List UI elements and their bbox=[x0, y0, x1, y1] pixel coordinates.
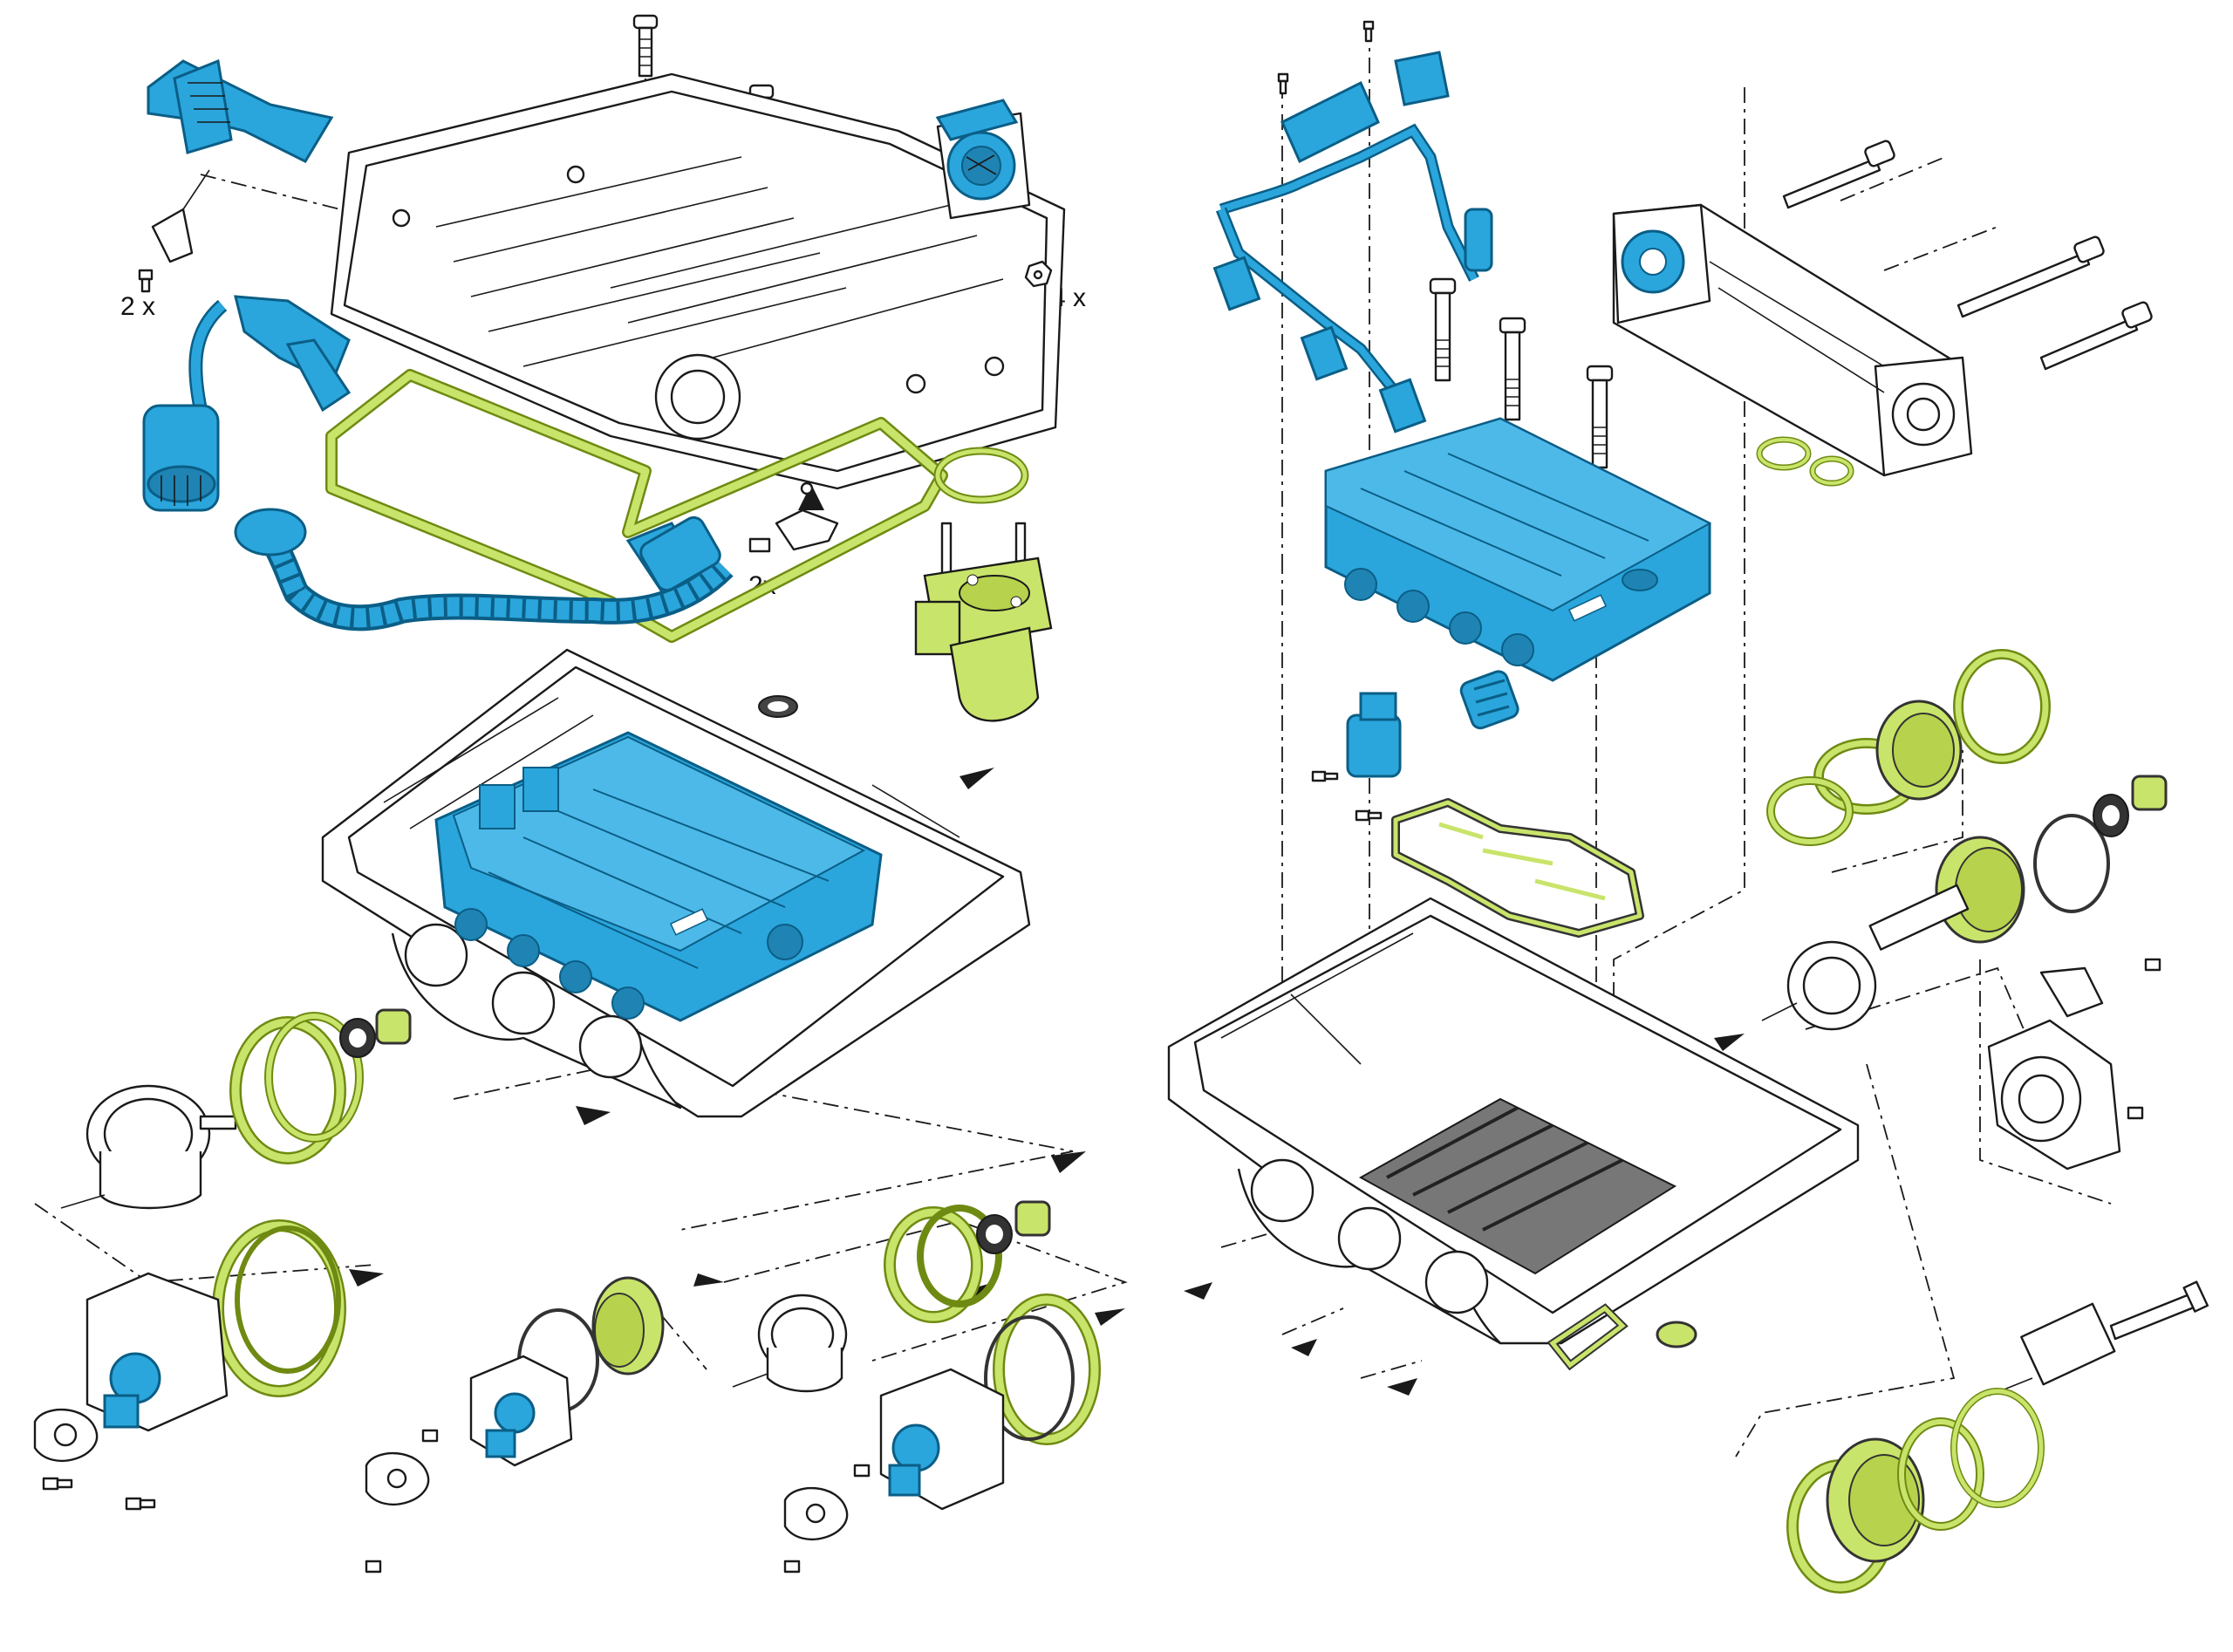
filter-seal bbox=[1547, 1303, 1697, 1371]
wiring-harness-connector bbox=[147, 58, 334, 163]
control-module[interactable] bbox=[1324, 417, 1712, 682]
gasket-valve-housing bbox=[325, 369, 1029, 643]
cylinder-cover bbox=[783, 1294, 1101, 1573]
long-bolt-icon bbox=[1499, 317, 1526, 421]
valve-body-left[interactable] bbox=[434, 731, 883, 1022]
quantity-label-two-screws: 2 x bbox=[120, 292, 156, 321]
valve-housing-cover bbox=[330, 72, 1066, 490]
speed-sensor bbox=[748, 481, 839, 553]
seal-ring-green bbox=[229, 1008, 412, 1164]
cylinder-cover bbox=[33, 1219, 346, 1463]
long-bolt-icon bbox=[1782, 140, 2153, 371]
seal-ring-green bbox=[1766, 649, 2051, 846]
small-screw-icon bbox=[1277, 20, 1375, 95]
long-bolt-icon bbox=[1429, 277, 1457, 382]
seal-ring-green bbox=[1935, 775, 2168, 944]
wiring-harness-tcu bbox=[1212, 51, 1493, 433]
seal-ring bbox=[758, 695, 798, 718]
small-screw-icon bbox=[42, 1477, 156, 1511]
gasket-control-module bbox=[1391, 798, 1644, 938]
actuator-housing bbox=[1612, 203, 1973, 477]
solenoid-valve bbox=[1346, 670, 1519, 778]
oil-pan-right bbox=[1167, 897, 1860, 1345]
piston-assembly bbox=[60, 1084, 237, 1210]
seal-ring-green bbox=[1786, 1388, 2045, 1594]
connector-housing bbox=[935, 99, 1031, 220]
bolt-icon bbox=[632, 14, 659, 78]
bracket-icon bbox=[151, 169, 210, 263]
pressure-valve bbox=[914, 522, 1053, 722]
bearing-cover bbox=[1987, 958, 2161, 1171]
piston-assembly bbox=[732, 1200, 1051, 1393]
piston-assembly bbox=[1761, 884, 1970, 1031]
piston-assembly bbox=[1988, 1280, 2209, 1396]
cylinder-cover bbox=[365, 1276, 665, 1573]
o-ring-green bbox=[1756, 436, 1854, 487]
small-screw-icon bbox=[1311, 770, 1383, 822]
long-bolt-icon bbox=[1586, 365, 1614, 469]
nut-icon bbox=[1024, 260, 1053, 288]
small-screw-icon bbox=[138, 269, 154, 293]
wiring-harness-sensor bbox=[142, 295, 352, 512]
assembly-guide-lines bbox=[34, 16, 2112, 1457]
wiring-harness-main bbox=[234, 508, 734, 631]
